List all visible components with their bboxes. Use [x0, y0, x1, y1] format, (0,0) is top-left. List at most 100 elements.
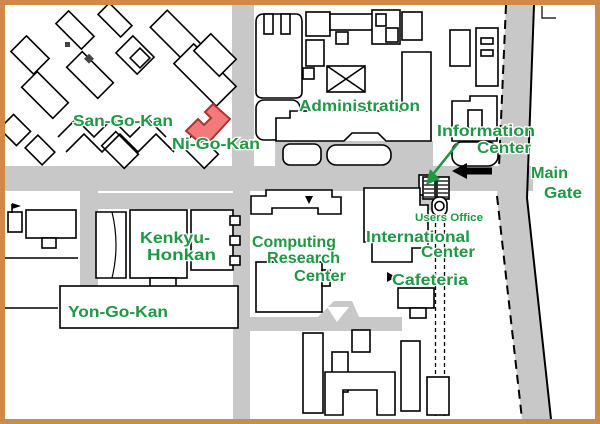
building-outline	[96, 1, 134, 39]
building-outline	[57, 117, 167, 139]
flag-icon	[12, 203, 21, 209]
building-outline	[426, 376, 450, 416]
building-outline	[302, 332, 324, 414]
building-outline	[54, 9, 96, 51]
building-outline	[449, 29, 471, 67]
building-outline	[41, 237, 57, 249]
label-kenkyu-honkan: Honkan	[147, 247, 216, 264]
west-road	[80, 189, 98, 288]
building-outline	[100, 130, 140, 170]
northeast-buildings	[449, 6, 556, 142]
building-outline	[111, 211, 117, 279]
building-outline	[229, 235, 241, 246]
label-san-go-kan: San-Go-Kan	[73, 113, 173, 130]
building-outline	[375, 13, 387, 27]
main-gate-arrow-icon	[452, 163, 492, 179]
building-outline	[255, 261, 323, 313]
keyhole-plaza-circle	[434, 200, 445, 212]
building-outline	[302, 67, 315, 80]
international-center-block	[363, 187, 435, 319]
diagonal-green-arrow-icon	[432, 142, 460, 174]
building-outline	[400, 340, 421, 412]
label-main-gate: Gate	[544, 185, 582, 202]
building-outline	[24, 134, 56, 166]
southwest-block	[5, 203, 239, 329]
cafeteria-marker-icon	[387, 272, 396, 282]
building-outline	[305, 11, 331, 37]
building-outline	[95, 211, 127, 279]
label-computing-research-center: Computing	[252, 234, 336, 251]
building-outline	[541, 6, 556, 19]
label-international-center: Center	[421, 244, 475, 261]
label-ni-go-kan: Ni-Go-Kan	[172, 136, 260, 153]
bus-loop-islands	[282, 141, 499, 167]
building-outline	[250, 189, 342, 215]
label-information-center: Center	[477, 140, 531, 157]
label-kenkyu-honkan: Kenkyu-	[140, 230, 210, 247]
public-road-edge-dashed	[496, 195, 523, 420]
label-information-center: Information	[437, 123, 535, 140]
building-outline	[282, 143, 322, 166]
public-road	[496, 4, 552, 420]
building-outline	[475, 27, 499, 87]
label-computing-research-center: Center	[294, 268, 346, 285]
public-road-edge-dashed	[498, 4, 507, 167]
south-road	[250, 301, 402, 331]
map-labels: San-Go-Kan Ni-Go-Kan Administration Info…	[67, 97, 584, 323]
west-service-road	[98, 193, 234, 209]
building-outline	[385, 27, 399, 43]
public-road-edge	[525, 4, 552, 420]
building-outline	[255, 13, 303, 99]
building-outline	[65, 50, 115, 100]
building-outline	[65, 132, 175, 154]
cafeteria-building	[397, 287, 435, 309]
building-outline	[480, 49, 494, 57]
building-outline	[326, 144, 392, 166]
north-road	[232, 5, 254, 168]
information-center-pointer	[426, 142, 460, 185]
building-outline	[0, 113, 32, 147]
label-yon-go-kan: Yon-Go-Kan	[68, 304, 168, 321]
building-outline	[335, 31, 349, 45]
building-outline	[192, 32, 238, 78]
label-main-gate: Main	[531, 165, 568, 182]
building-outline	[324, 371, 396, 416]
north-center-buildings	[255, 9, 432, 142]
building-outline	[128, 46, 152, 70]
international-center-building	[363, 187, 429, 263]
northwest-building-cluster	[0, 1, 238, 170]
crossed-building-diagonal	[326, 65, 366, 93]
yon-go-kan-building	[59, 285, 239, 329]
building-outline	[321, 269, 331, 287]
building-outline	[20, 70, 70, 120]
administration-building	[275, 51, 432, 142]
road-island	[327, 307, 349, 322]
label-computing-research-center: Research	[267, 250, 340, 267]
building-outline	[401, 11, 423, 41]
building-outline	[263, 13, 274, 35]
highlighted-building-ni-go-kan	[184, 102, 232, 143]
hatch-lines	[438, 180, 448, 198]
building-outline	[229, 215, 241, 226]
building-outline	[190, 209, 234, 271]
diagonal-green-arrow-icon	[426, 169, 440, 185]
building-outline	[9, 34, 51, 76]
label-administration: Administration	[299, 98, 420, 115]
building-outline	[436, 176, 450, 200]
building-outline	[329, 13, 375, 31]
building-outline	[7, 211, 23, 233]
main-road	[5, 166, 533, 191]
entrance-arrow-icon	[305, 196, 313, 204]
label-users-office: Users Office	[415, 212, 483, 224]
keyhole-plaza	[431, 196, 448, 217]
center-road	[233, 189, 250, 419]
building-outline	[25, 209, 77, 239]
building-outline	[305, 39, 325, 67]
label-cafeteria: Cafeteria	[392, 272, 468, 289]
building-outline	[467, 109, 483, 129]
computing-research-center-block	[250, 189, 342, 313]
small-structure	[65, 42, 70, 47]
label-international-center: International	[366, 229, 470, 246]
